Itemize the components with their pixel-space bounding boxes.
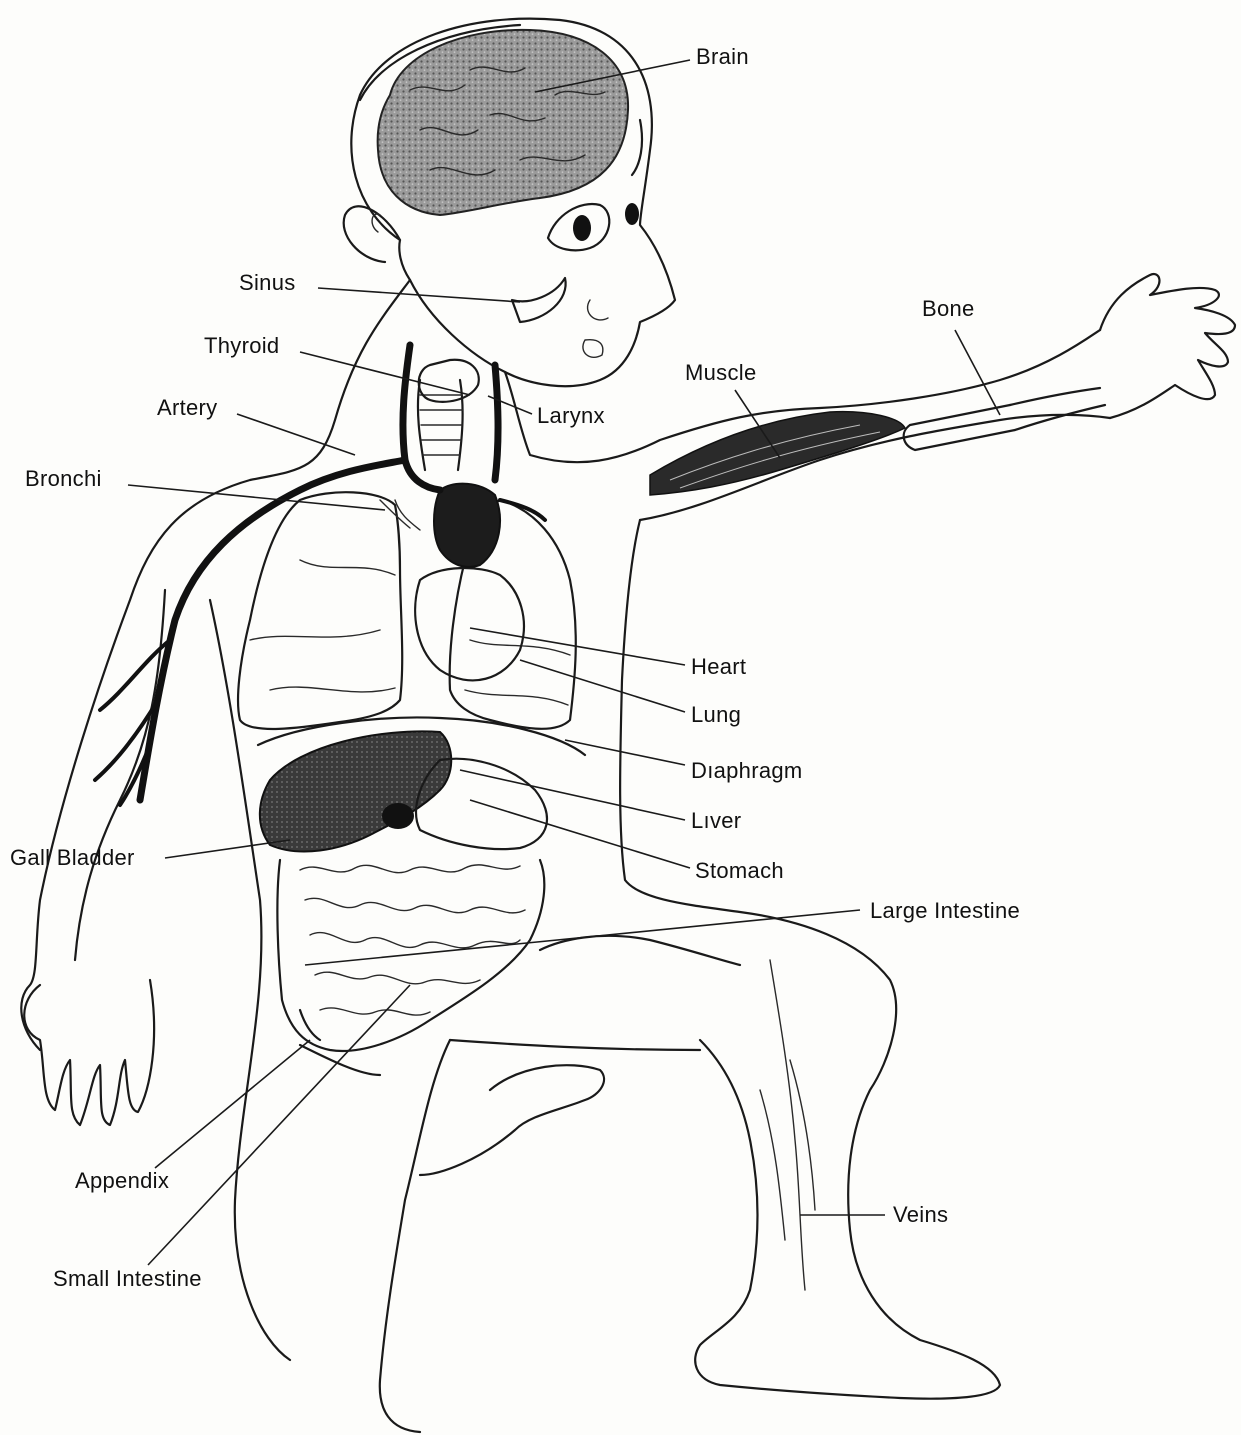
brain-organ xyxy=(360,25,642,215)
label-sinus: Sinus xyxy=(239,272,296,294)
label-veins: Veins xyxy=(893,1204,948,1226)
intestines-organ xyxy=(277,860,544,1051)
leader-lines xyxy=(128,60,1000,1265)
label-lung: Lung xyxy=(691,704,741,726)
liver-organ xyxy=(260,731,451,851)
label-large-intestine: Large Intestine xyxy=(870,900,1020,922)
label-muscle: Muscle xyxy=(685,362,757,384)
label-gall-bladder: Gall Bladder xyxy=(10,847,135,869)
label-artery: Artery xyxy=(157,397,217,419)
label-bone: Bone xyxy=(922,298,975,320)
label-stomach: Stomach xyxy=(695,860,784,882)
label-brain: Brain xyxy=(696,46,749,68)
label-larynx: Larynx xyxy=(537,405,605,427)
label-appendix: Appendix xyxy=(75,1170,169,1192)
label-liver: Lıver xyxy=(691,810,741,832)
label-small-intestine: Small Intestine xyxy=(53,1268,202,1290)
leg-veins xyxy=(760,960,815,1290)
label-thyroid: Thyroid xyxy=(204,335,279,357)
lungs-organ xyxy=(238,492,576,729)
label-heart: Heart xyxy=(691,656,746,678)
label-bronchi: Bronchi xyxy=(25,468,102,490)
label-diaphragm: Dıaphragm xyxy=(691,760,803,782)
